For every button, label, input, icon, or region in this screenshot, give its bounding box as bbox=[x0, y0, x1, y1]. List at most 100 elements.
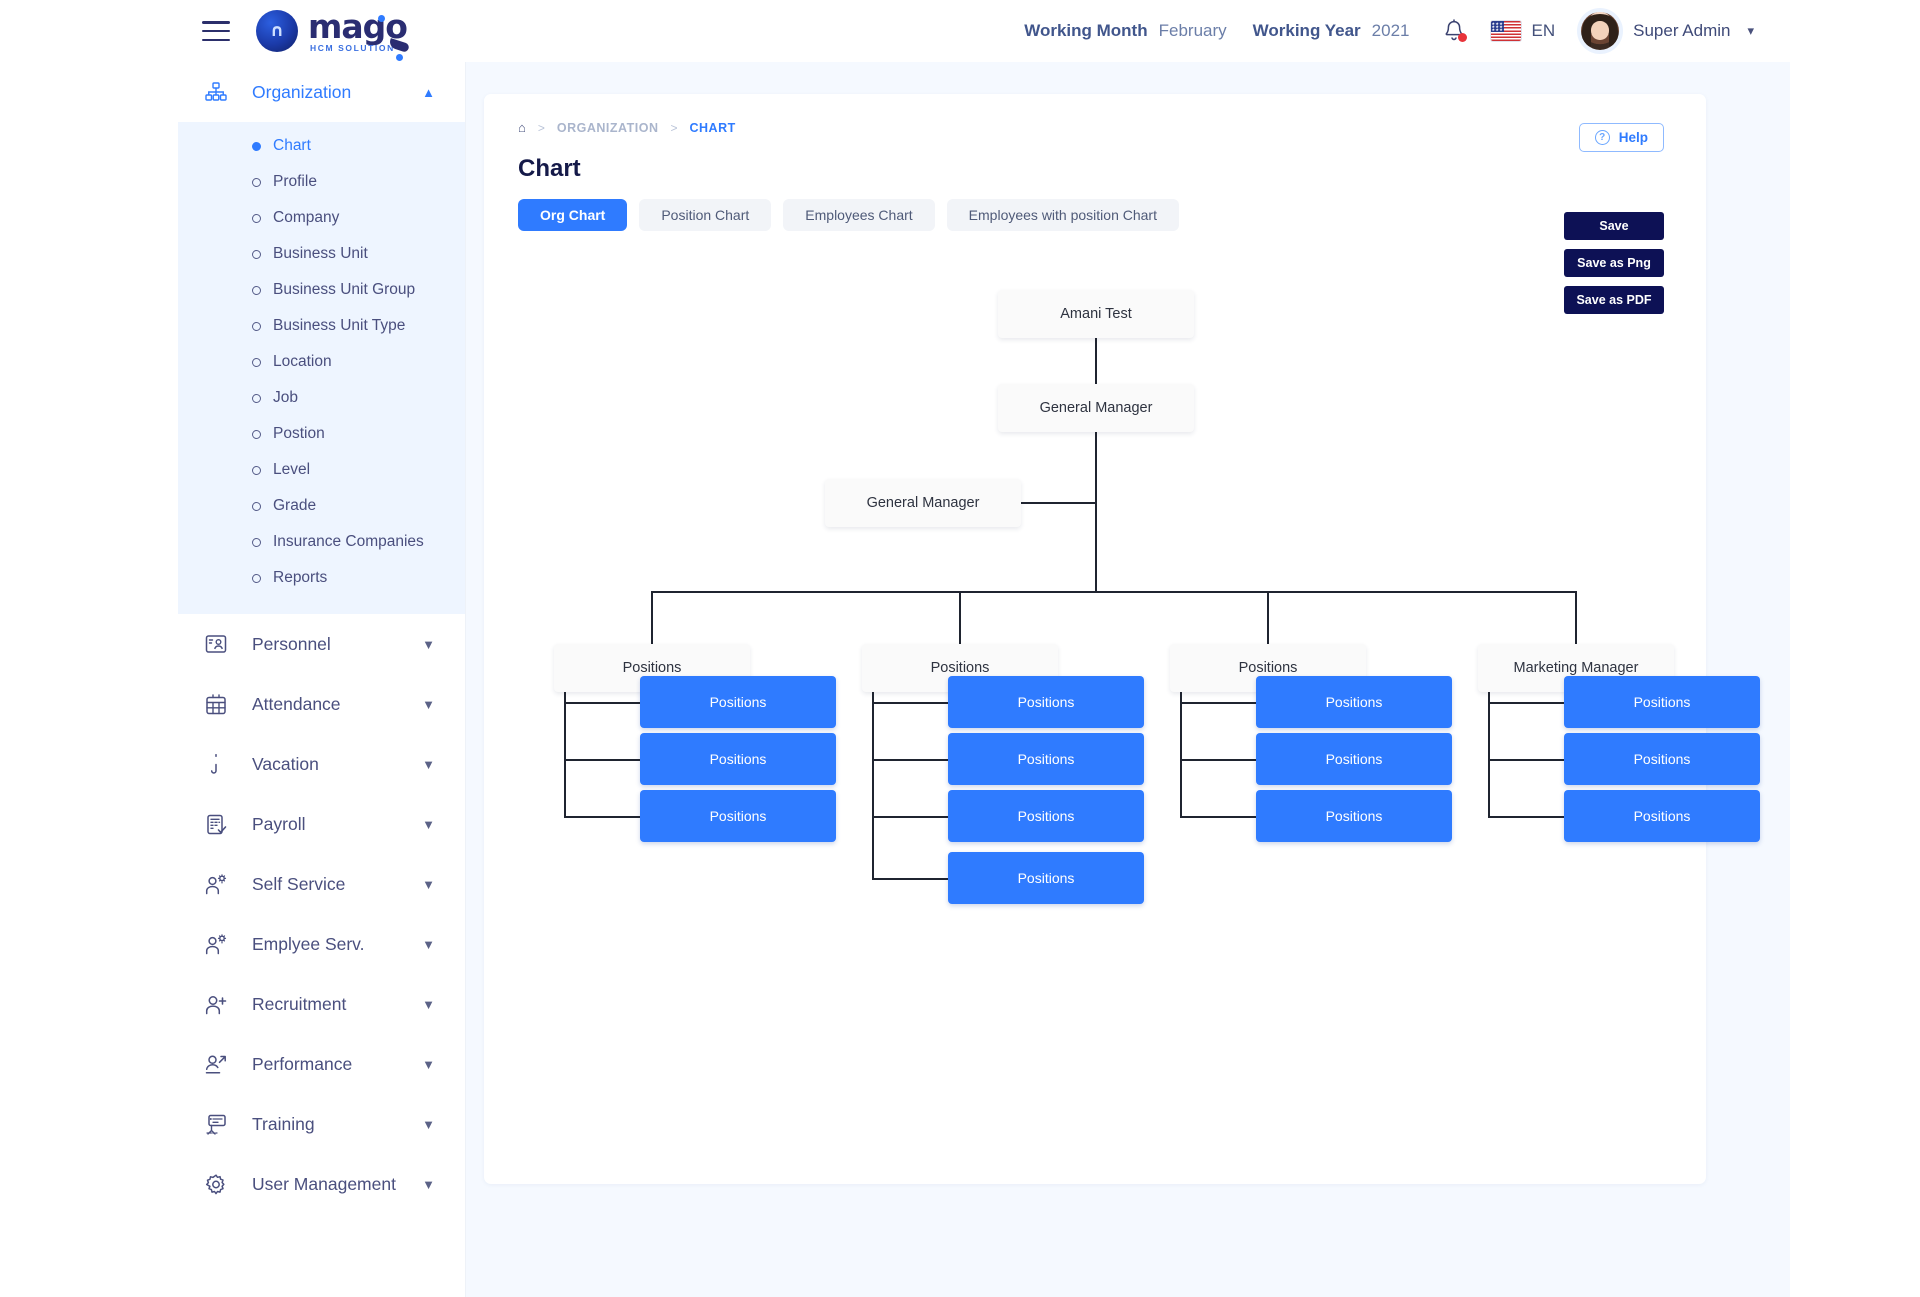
org-node-c4c[interactable]: Positions bbox=[1564, 790, 1760, 842]
sidebar-item-insurance-companies[interactable]: Insurance Companies bbox=[178, 524, 465, 560]
brand-logo[interactable]: ∩ mago HCM SOLUTION bbox=[256, 10, 410, 62]
org-node-c4b[interactable]: Positions bbox=[1564, 733, 1760, 785]
chevron-down-icon[interactable]: ▼ bbox=[422, 636, 435, 652]
connector-line bbox=[564, 816, 640, 818]
sidebar-item-company[interactable]: Company bbox=[178, 200, 465, 236]
connector-line bbox=[651, 591, 653, 644]
sidebar-item-reports[interactable]: Reports bbox=[178, 560, 465, 596]
avatar[interactable] bbox=[1581, 12, 1620, 50]
sidebar-item-postion[interactable]: Postion bbox=[178, 416, 465, 452]
sidebar-item-business-unit-type[interactable]: Business Unit Type bbox=[178, 308, 465, 344]
brand-wordmark: mago HCM SOLUTION bbox=[308, 10, 410, 62]
org-node-c1b[interactable]: Positions bbox=[640, 733, 836, 785]
chevron-down-icon[interactable]: ▼ bbox=[422, 696, 435, 712]
sidebar-item-recruitment[interactable]: Recruitment▼ bbox=[178, 974, 465, 1034]
org-node-c3c[interactable]: Positions bbox=[1256, 790, 1452, 842]
sidebar-group-self-service: Self Service▼ bbox=[178, 854, 465, 914]
user-name-label[interactable]: Super Admin bbox=[1633, 21, 1731, 40]
chevron-down-icon[interactable]: ▼ bbox=[422, 1176, 435, 1192]
sidebar-item-emplyee-serv[interactable]: Emplyee Serv.▼ bbox=[178, 914, 465, 974]
sidebar-item-self-service[interactable]: Self Service▼ bbox=[178, 854, 465, 914]
chevron-down-icon[interactable]: ▼ bbox=[422, 756, 435, 772]
chevron-down-icon[interactable]: ▼ bbox=[422, 816, 435, 832]
brand-tagline: HCM SOLUTION bbox=[310, 42, 395, 53]
org-node-n2[interactable]: General Manager bbox=[998, 384, 1194, 432]
bullet-icon bbox=[252, 429, 261, 439]
sidebar-group-label: Personnel bbox=[252, 633, 331, 654]
org-node-n3[interactable]: General Manager bbox=[825, 479, 1021, 527]
working-year-value[interactable]: 2021 bbox=[1371, 21, 1410, 40]
bullet-icon bbox=[252, 321, 261, 331]
org-node-c4a[interactable]: Positions bbox=[1564, 676, 1760, 728]
sidebar-item-grade[interactable]: Grade bbox=[178, 488, 465, 524]
chevron-up-icon[interactable]: ▲ bbox=[422, 84, 435, 100]
chevron-down-icon[interactable]: ▼ bbox=[422, 936, 435, 952]
sidebar-group-attendance: Attendance▼ bbox=[178, 674, 465, 734]
home-icon[interactable]: ⌂ bbox=[518, 120, 526, 135]
person-arrow-icon bbox=[202, 1051, 230, 1077]
chevron-down-icon[interactable]: ▼ bbox=[422, 876, 435, 892]
connector-line bbox=[1488, 816, 1564, 818]
breadcrumb-item-chart[interactable]: CHART bbox=[689, 120, 736, 135]
org-node-c2c[interactable]: Positions bbox=[948, 790, 1144, 842]
us-flag-icon[interactable]: ★★★★★★★★★★★★★★★★★★ bbox=[1490, 21, 1521, 41]
org-node-c1c[interactable]: Positions bbox=[640, 790, 836, 842]
bullet-icon bbox=[252, 285, 261, 295]
sidebar-item-organization[interactable]: Organization ▲ bbox=[178, 62, 465, 122]
sidebar-item-job[interactable]: Job bbox=[178, 380, 465, 416]
chevron-down-icon[interactable]: ▾ bbox=[1747, 23, 1754, 38]
sidebar-item-attendance[interactable]: Attendance▼ bbox=[178, 674, 465, 734]
sidebar-group-recruitment: Recruitment▼ bbox=[178, 974, 465, 1034]
sidebar-item-profile[interactable]: Profile bbox=[178, 164, 465, 200]
chevron-down-icon[interactable]: ▼ bbox=[422, 1116, 435, 1132]
org-node-c2b[interactable]: Positions bbox=[948, 733, 1144, 785]
tab-employees-with-position-chart[interactable]: Employees with position Chart bbox=[946, 199, 1179, 231]
tab-position-chart[interactable]: Position Chart bbox=[639, 199, 772, 231]
connector-line bbox=[872, 878, 948, 880]
save-as-png-button[interactable]: Save as Png bbox=[1564, 249, 1664, 277]
sidebar-item-performance[interactable]: Performance▼ bbox=[178, 1034, 465, 1094]
person-gear-icon bbox=[202, 871, 230, 897]
sidebar-item-payroll[interactable]: Payroll▼ bbox=[178, 794, 465, 854]
save-button[interactable]: Save bbox=[1564, 212, 1664, 240]
hamburger-menu-icon[interactable] bbox=[202, 21, 230, 41]
sidebar-subitem-label: Business Unit Type bbox=[273, 317, 406, 334]
sidebar-item-location[interactable]: Location bbox=[178, 344, 465, 380]
help-button[interactable]: ? Help bbox=[1578, 123, 1664, 152]
language-label[interactable]: EN bbox=[1531, 21, 1556, 40]
bell-icon[interactable] bbox=[1443, 19, 1467, 43]
chevron-down-icon[interactable]: ▼ bbox=[422, 996, 435, 1012]
org-node-n1[interactable]: Amani Test bbox=[998, 290, 1194, 338]
sidebar-group-label: Organization bbox=[252, 81, 352, 102]
chevron-down-icon[interactable]: ▼ bbox=[422, 1056, 435, 1072]
org-node-c3a[interactable]: Positions bbox=[1256, 676, 1452, 728]
connector-line bbox=[1180, 692, 1182, 816]
tab-employees-chart[interactable]: Employees Chart bbox=[783, 199, 935, 231]
org-node-c3b[interactable]: Positions bbox=[1256, 733, 1452, 785]
content-card: ⌂ > ORGANIZATION > CHART Chart Org Chart… bbox=[484, 94, 1760, 1184]
org-node-c2a[interactable]: Positions bbox=[948, 676, 1144, 728]
sidebar-item-training[interactable]: Training▼ bbox=[178, 1094, 465, 1154]
sidebar-item-user-management[interactable]: User Management▼ bbox=[178, 1154, 465, 1214]
sidebar-item-level[interactable]: Level bbox=[178, 452, 465, 488]
org-node-c2d[interactable]: Positions bbox=[948, 852, 1144, 904]
sidebar-item-business-unit[interactable]: Business Unit bbox=[178, 236, 465, 272]
breadcrumb-item-organization[interactable]: ORGANIZATION bbox=[556, 120, 659, 135]
sidebar-item-vacation[interactable]: Vacation▼ bbox=[178, 734, 465, 794]
connector-line bbox=[564, 702, 640, 704]
presentation-icon bbox=[202, 1111, 230, 1137]
bullet-icon bbox=[252, 573, 261, 583]
breadcrumb-separator: > bbox=[670, 120, 678, 135]
working-year-label: Working Year bbox=[1252, 21, 1361, 40]
save-as-pdf-button[interactable]: Save as PDF bbox=[1564, 286, 1664, 314]
sidebar-item-personnel[interactable]: Personnel ▼ bbox=[178, 614, 465, 674]
org-node-c1a[interactable]: Positions bbox=[640, 676, 836, 728]
sidebar-item-business-unit-group[interactable]: Business Unit Group bbox=[178, 272, 465, 308]
gear-icon bbox=[202, 1171, 230, 1197]
working-month-value[interactable]: February bbox=[1158, 21, 1227, 40]
connector-line bbox=[564, 692, 566, 816]
tab-org-chart[interactable]: Org Chart bbox=[518, 199, 628, 231]
sidebar-item-chart[interactable]: Chart bbox=[178, 128, 465, 164]
